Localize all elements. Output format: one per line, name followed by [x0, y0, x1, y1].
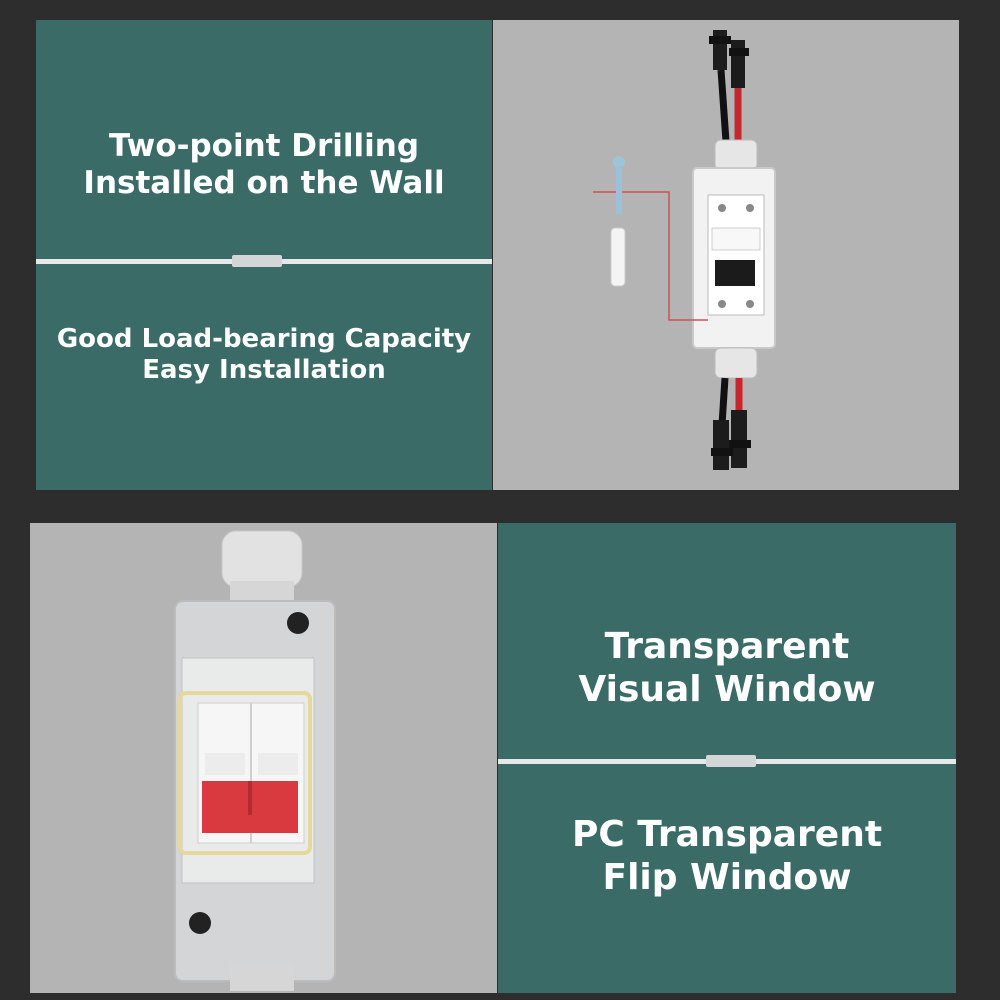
- breaker-label: [711, 227, 761, 251]
- enclosure-closeup-illustration: [174, 530, 336, 991]
- enclosure-screw-top: [287, 612, 309, 634]
- closeup-gland-base: [230, 581, 294, 603]
- load-bearing-caption: Good Load-bearing Capacity Easy Installa…: [36, 315, 492, 395]
- enclosure-screw-bottom: [189, 912, 211, 934]
- flip-window-caption: PC Transparent Flip Window: [498, 806, 956, 906]
- flip-window-caption-line-2: Flip Window: [602, 857, 852, 898]
- window-frame: [178, 691, 312, 855]
- bottom-divider-knob: [706, 755, 756, 767]
- top-divider-knob: [232, 255, 282, 267]
- breaker-split: [250, 703, 252, 843]
- pointer-line: [593, 191, 708, 321]
- drilling-caption-line-1: Two-point Drilling: [108, 127, 420, 164]
- drilling-caption-line-2: Installed on the Wall: [83, 165, 445, 201]
- visual-window-caption-line-2: Visual Window: [578, 669, 876, 710]
- top-cable-gland: [714, 139, 758, 171]
- breaker: [707, 194, 765, 316]
- terminal-screw-left: [718, 204, 726, 212]
- terminal-screw-bottom-left: [718, 300, 726, 308]
- breaker-box-illustration: [593, 30, 776, 470]
- breaker-box-photo: [493, 20, 959, 490]
- terminal-screw-right: [746, 204, 754, 212]
- drilling-caption: Two-point Drilling Installed on the Wall: [36, 110, 492, 220]
- bottom-divider: [498, 755, 956, 767]
- closeup-top-gland: [221, 530, 303, 588]
- bottom-cable-gland: [714, 347, 758, 379]
- bottom-caption-panel: Transparent Visual Window PC Transparent…: [498, 523, 956, 993]
- breaker-label-left: [205, 753, 245, 775]
- top-mc4-connectors: [709, 30, 749, 88]
- top-divider: [36, 255, 492, 267]
- visual-window-caption-line-1: Transparent: [604, 625, 850, 667]
- toggle-gap: [248, 781, 252, 815]
- breaker-toggles: [715, 260, 755, 286]
- enclosure-closeup-photo: [30, 523, 497, 993]
- terminal-screw-bottom-right: [746, 300, 754, 308]
- bottom-mc4-connectors: [711, 410, 751, 470]
- load-bearing-caption-line-1: Good Load-bearing Capacity: [56, 323, 472, 354]
- screw-and-anchor: [610, 156, 626, 287]
- closeup-bottom-gland: [230, 963, 294, 991]
- top-caption-panel: Two-point Drilling Installed on the Wall…: [36, 20, 492, 490]
- breaker-label-right: [258, 753, 298, 775]
- load-bearing-caption-line-2: Easy Installation: [142, 355, 386, 385]
- visual-window-caption: Transparent Visual Window: [498, 618, 956, 718]
- flip-window-caption-line-1: PC Transparent: [571, 813, 883, 855]
